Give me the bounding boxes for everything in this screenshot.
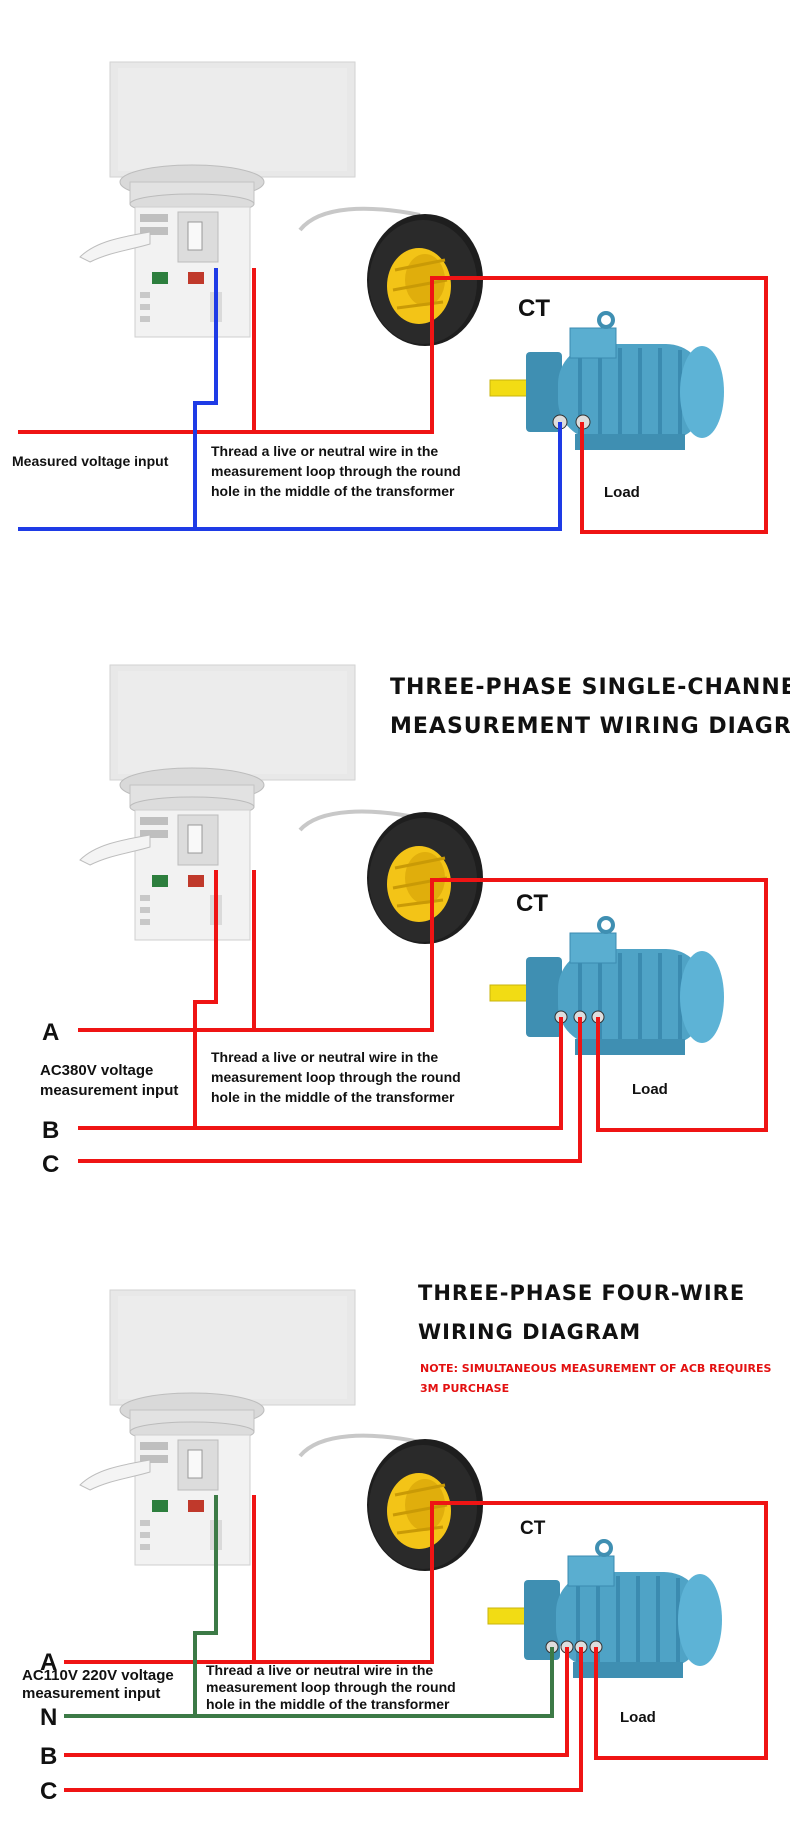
section1-thread-note-line3: hole in the middle of the transformer	[211, 483, 455, 499]
section2-thread-note-line1: Thread a live or neutral wire in the	[211, 1049, 438, 1065]
section1-thread-note-line1: Thread a live or neutral wire in the	[211, 443, 438, 459]
section2-phase-b-label: B	[42, 1117, 59, 1144]
section2-ct-cable	[298, 809, 421, 832]
section2-phase-b-wire	[78, 1017, 563, 1130]
section2-thread-note-line3: hole in the middle of the transformer	[211, 1089, 455, 1105]
section2-load-label: Load	[632, 1081, 668, 1098]
section2-diagram: THREE-PHASE SINGLE-CHANNEL MEASUREMENT W…	[40, 664, 790, 1178]
section3-neutral-wire	[64, 1647, 554, 1718]
section2-voltage-input-line1: AC380V voltage	[40, 1062, 153, 1079]
section2-voltage-input-line2: measurement input	[40, 1082, 178, 1099]
section3-voltage-input-line1: AC110V 220V voltage	[22, 1667, 174, 1684]
section3-load-label: Load	[620, 1709, 656, 1726]
section3-voltage-input-line2: measurement input	[22, 1685, 160, 1702]
section3-thread-note-line3: hole in the middle of the transformer	[206, 1696, 450, 1712]
section3-ct-label: CT	[520, 1518, 546, 1539]
section2-title-line1: THREE-PHASE SINGLE-CHANNEL	[390, 675, 790, 700]
section3-motor	[486, 1539, 724, 1680]
section2-thread-note-line2: measurement loop through the round	[211, 1069, 461, 1085]
section1-motor	[488, 311, 726, 452]
section1-load-label: Load	[604, 484, 640, 501]
section1-ct-cable	[298, 206, 421, 232]
section2-meter-voltage-lead	[193, 870, 218, 1128]
section3-phase-n-label: N	[40, 1704, 57, 1731]
section1-neutral-wire-left	[18, 268, 218, 531]
section3-phase-c-label: C	[40, 1778, 57, 1805]
section3-phase-b-wire	[64, 1647, 569, 1757]
section3-thread-note-line1: Thread a live or neutral wire in the	[206, 1662, 433, 1678]
section3-thread-note-line2: measurement loop through the round	[206, 1679, 456, 1695]
section3-note-line2: 3M PURCHASE	[420, 1382, 509, 1395]
section1-voltage-input-label: Measured voltage input	[12, 453, 169, 469]
section2-phase-c-wire	[78, 1017, 582, 1163]
section3-phase-b-label: B	[40, 1743, 57, 1770]
section2-title-line2: MEASUREMENT WIRING DIAGRAM	[390, 714, 790, 739]
section2-motor	[488, 916, 726, 1057]
section1-thread-note-line2: measurement loop through the round	[211, 463, 461, 479]
section3-note-line1: NOTE: SIMULTANEOUS MEASUREMENT OF ACB RE…	[420, 1362, 771, 1375]
section1-live-loop-wire	[18, 276, 768, 534]
section3-diagram: THREE-PHASE FOUR-WIRE WIRING DIAGRAM NOT…	[22, 1281, 771, 1805]
section3-phase-a-label: A	[40, 1649, 57, 1676]
section1-neutral-wire-right	[195, 422, 562, 531]
section2-phase-c-label: C	[42, 1151, 59, 1178]
section1-ct-label: CT	[518, 295, 550, 322]
section3-ct-cable	[298, 1433, 421, 1458]
section3-meter-neutral-lead	[193, 1495, 218, 1716]
section3-phase-a-wire	[64, 1501, 768, 1760]
section3-title-line1: THREE-PHASE FOUR-WIRE	[418, 1281, 745, 1305]
section2-phase-a-label: A	[42, 1019, 59, 1046]
section1-diagram: CT Load Measured voltage input Thread a …	[12, 61, 768, 534]
section2-phase-a-wire	[78, 878, 768, 1132]
section3-phase-c-wire	[64, 1647, 583, 1792]
section3-title-line2: WIRING DIAGRAM	[418, 1320, 641, 1344]
section2-ct-label: CT	[516, 890, 548, 917]
